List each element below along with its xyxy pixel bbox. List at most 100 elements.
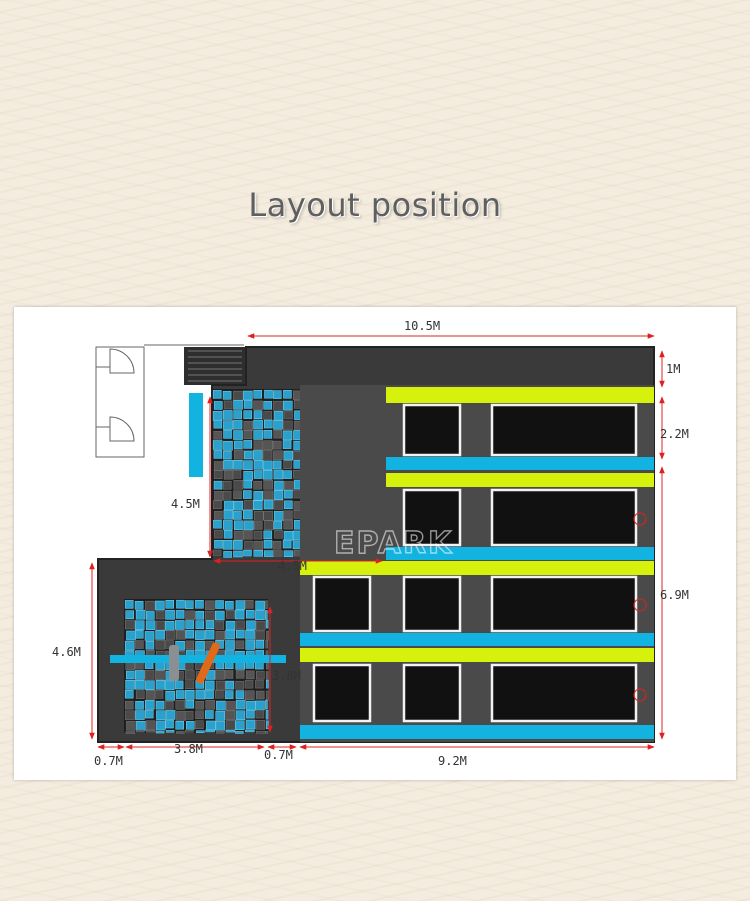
watermark-logo: EPARK bbox=[334, 526, 453, 561]
foam-cube bbox=[155, 680, 166, 690]
foam-cube bbox=[283, 530, 294, 541]
foam-cube bbox=[155, 730, 165, 734]
dim-top-margin: 1M bbox=[666, 362, 680, 376]
foam-cube bbox=[253, 550, 264, 557]
foam-cube bbox=[273, 429, 282, 439]
foam-cube bbox=[284, 500, 293, 510]
foam-cube bbox=[263, 530, 273, 540]
lane-band bbox=[386, 457, 654, 470]
foam-cube bbox=[146, 611, 155, 620]
foam-cube bbox=[273, 520, 283, 530]
foam-cube bbox=[225, 680, 235, 690]
foam-cube bbox=[175, 620, 185, 630]
foam-cube bbox=[243, 490, 252, 499]
foam-cube bbox=[265, 639, 268, 649]
foam-cube bbox=[253, 450, 263, 460]
dim-overall-width: 10.5M bbox=[404, 319, 440, 333]
foam-cube bbox=[253, 390, 262, 399]
foam-cube bbox=[205, 710, 214, 719]
foam-cube bbox=[235, 731, 244, 734]
lane-band bbox=[300, 648, 654, 662]
foam-cube bbox=[283, 390, 292, 399]
foam-cube bbox=[264, 419, 273, 429]
foam-cube bbox=[222, 481, 232, 490]
foam-cube bbox=[125, 679, 135, 690]
foam-cube bbox=[124, 640, 135, 651]
foam-cube bbox=[205, 690, 214, 699]
foam-cube bbox=[233, 530, 244, 541]
foam-cube bbox=[243, 430, 253, 440]
foam-cube bbox=[283, 470, 292, 479]
lane-band bbox=[386, 387, 654, 403]
foam-cube bbox=[185, 699, 195, 709]
foam-cube bbox=[184, 690, 195, 700]
foam-cube bbox=[222, 491, 232, 500]
foam-cube bbox=[215, 720, 226, 731]
foam-cube bbox=[283, 450, 294, 461]
foam-cube bbox=[264, 520, 274, 530]
foam-cube bbox=[185, 629, 195, 639]
foam-cube bbox=[245, 729, 255, 733]
foam-cube bbox=[273, 550, 283, 557]
foam-cube bbox=[232, 419, 243, 430]
foam-cube bbox=[124, 689, 134, 699]
dim-right-span: 6.9M bbox=[660, 588, 689, 602]
foam-cube bbox=[212, 390, 222, 399]
foam-cube bbox=[272, 460, 282, 470]
foam-cube bbox=[226, 720, 236, 730]
foam-cube bbox=[185, 620, 194, 629]
foam-cube bbox=[233, 410, 242, 419]
foam-cube bbox=[215, 670, 225, 680]
foam-cube bbox=[265, 610, 268, 620]
foam-cube bbox=[135, 690, 145, 699]
foam-cube bbox=[283, 519, 294, 530]
balance-beam bbox=[110, 642, 286, 684]
foam-cube bbox=[246, 709, 255, 719]
foam-cube bbox=[135, 609, 146, 620]
foam-cube bbox=[184, 670, 195, 680]
foam-cube bbox=[125, 610, 134, 619]
trampoline-bed bbox=[312, 663, 372, 723]
foam-cube bbox=[165, 719, 174, 729]
dim-bottom-left-gap: 0.7M bbox=[94, 754, 123, 768]
foam-cube bbox=[175, 720, 184, 730]
foam-cube bbox=[214, 491, 224, 501]
foam-cube bbox=[213, 480, 223, 490]
foam-cube bbox=[145, 720, 156, 730]
foam-cube bbox=[213, 450, 223, 459]
foam-cube bbox=[255, 690, 265, 700]
foam-cube bbox=[124, 600, 134, 609]
foam-pit-small bbox=[124, 599, 269, 734]
foam-cube bbox=[273, 490, 284, 501]
foam-cube bbox=[145, 729, 156, 733]
foam-cube bbox=[263, 539, 273, 549]
foam-cube bbox=[233, 400, 243, 410]
foam-cube bbox=[135, 710, 145, 720]
foam-cube bbox=[236, 629, 245, 639]
foam-cube bbox=[222, 391, 232, 400]
foam-cube bbox=[156, 710, 166, 720]
foam-cube bbox=[215, 689, 224, 699]
foam-cube bbox=[253, 491, 264, 501]
foam-cube bbox=[165, 610, 175, 620]
foam-cube bbox=[223, 520, 233, 530]
foam-cube bbox=[213, 419, 223, 429]
foam-cube bbox=[155, 630, 165, 640]
foam-cube bbox=[245, 640, 255, 650]
foam-cube bbox=[225, 620, 236, 631]
dimension-labels: 10.5M 1M 2.2M 6.9M 4.5M 4.5M 4.6M 3.8M 0… bbox=[52, 319, 689, 768]
foam-cube bbox=[255, 610, 265, 620]
foam-cube bbox=[283, 550, 294, 558]
foam-cube bbox=[263, 499, 274, 510]
foam-cube bbox=[215, 600, 224, 609]
foam-cube bbox=[233, 459, 243, 470]
foam-cube bbox=[246, 609, 255, 619]
foam-cube bbox=[225, 640, 235, 650]
foam-cube bbox=[226, 610, 235, 619]
lane-band bbox=[300, 725, 654, 739]
foam-cube bbox=[212, 549, 222, 557]
foam-cube bbox=[233, 480, 244, 490]
foam-cube bbox=[175, 690, 185, 699]
marker-circle bbox=[633, 688, 647, 702]
foam-cube bbox=[135, 640, 144, 649]
